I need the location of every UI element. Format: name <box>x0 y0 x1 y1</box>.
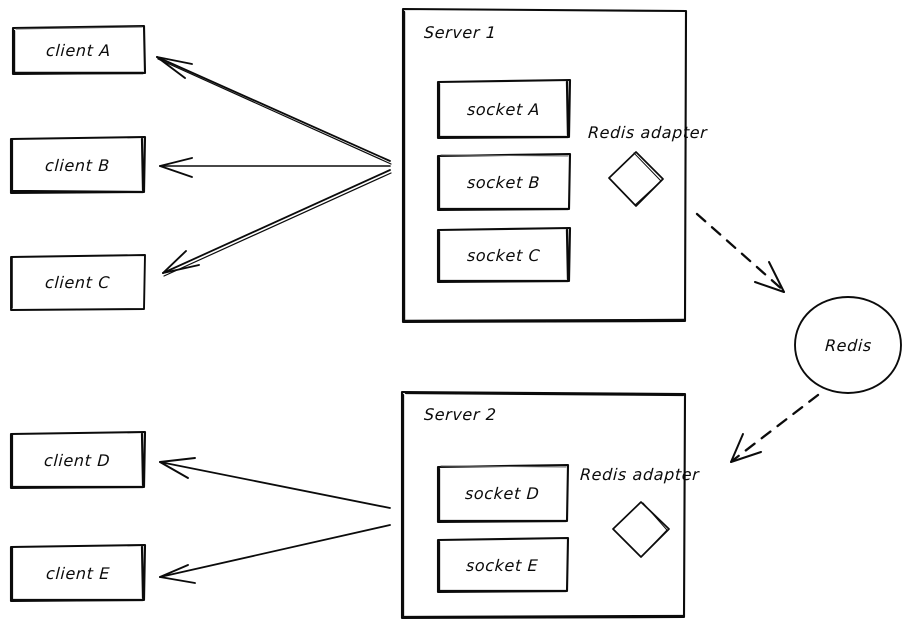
redis-node-label: Redis <box>824 335 872 355</box>
client-d-label: client D <box>43 450 112 470</box>
arrow-server1-to-client-c <box>162 169 392 277</box>
socket-e-label: socket E <box>465 555 540 575</box>
client-a-label: client A <box>45 41 112 60</box>
client-d[interactable]: client D <box>10 432 145 488</box>
server-2-label: Server 2 <box>423 405 498 424</box>
arrow-redis-to-server2 <box>730 393 820 463</box>
client-e-label: client E <box>45 563 110 583</box>
arrow-server1-to-client-b <box>159 157 391 178</box>
client-b-label: client B <box>44 155 111 175</box>
socket-c[interactable]: socket C <box>437 228 570 282</box>
client-c[interactable]: client C <box>10 255 145 310</box>
redis-adapter-1-diamond[interactable] <box>608 151 664 207</box>
socket-a[interactable]: socket A <box>437 80 570 138</box>
socket-e[interactable]: socket E <box>437 538 568 592</box>
client-b[interactable]: client B <box>10 137 145 193</box>
server-1-label: Server 1 <box>423 23 498 42</box>
redis-adapter-2-label: Redis adapter <box>579 465 700 484</box>
socket-a-label: socket A <box>466 99 541 119</box>
arrow-server1-to-redis <box>695 212 786 293</box>
socket-b-label: socket B <box>466 172 541 192</box>
socket-c-label: socket C <box>466 245 541 265</box>
redis-adapter-2-diamond[interactable] <box>612 501 670 558</box>
redis-node[interactable]: Redis <box>796 297 900 393</box>
arrow-server2-to-client-e <box>159 524 391 584</box>
redis-adapter-1-label: Redis adapter <box>587 123 708 142</box>
arrow-server2-to-client-d <box>159 457 391 509</box>
client-c-label: client C <box>44 273 111 292</box>
client-a[interactable]: client A <box>12 27 145 74</box>
socket-b[interactable]: socket B <box>437 154 570 210</box>
client-e[interactable]: client E <box>10 545 145 601</box>
socket-d-label: socket D <box>464 484 541 503</box>
arrow-server1-to-client-a <box>156 56 392 165</box>
socket-d[interactable]: socket D <box>437 465 568 522</box>
